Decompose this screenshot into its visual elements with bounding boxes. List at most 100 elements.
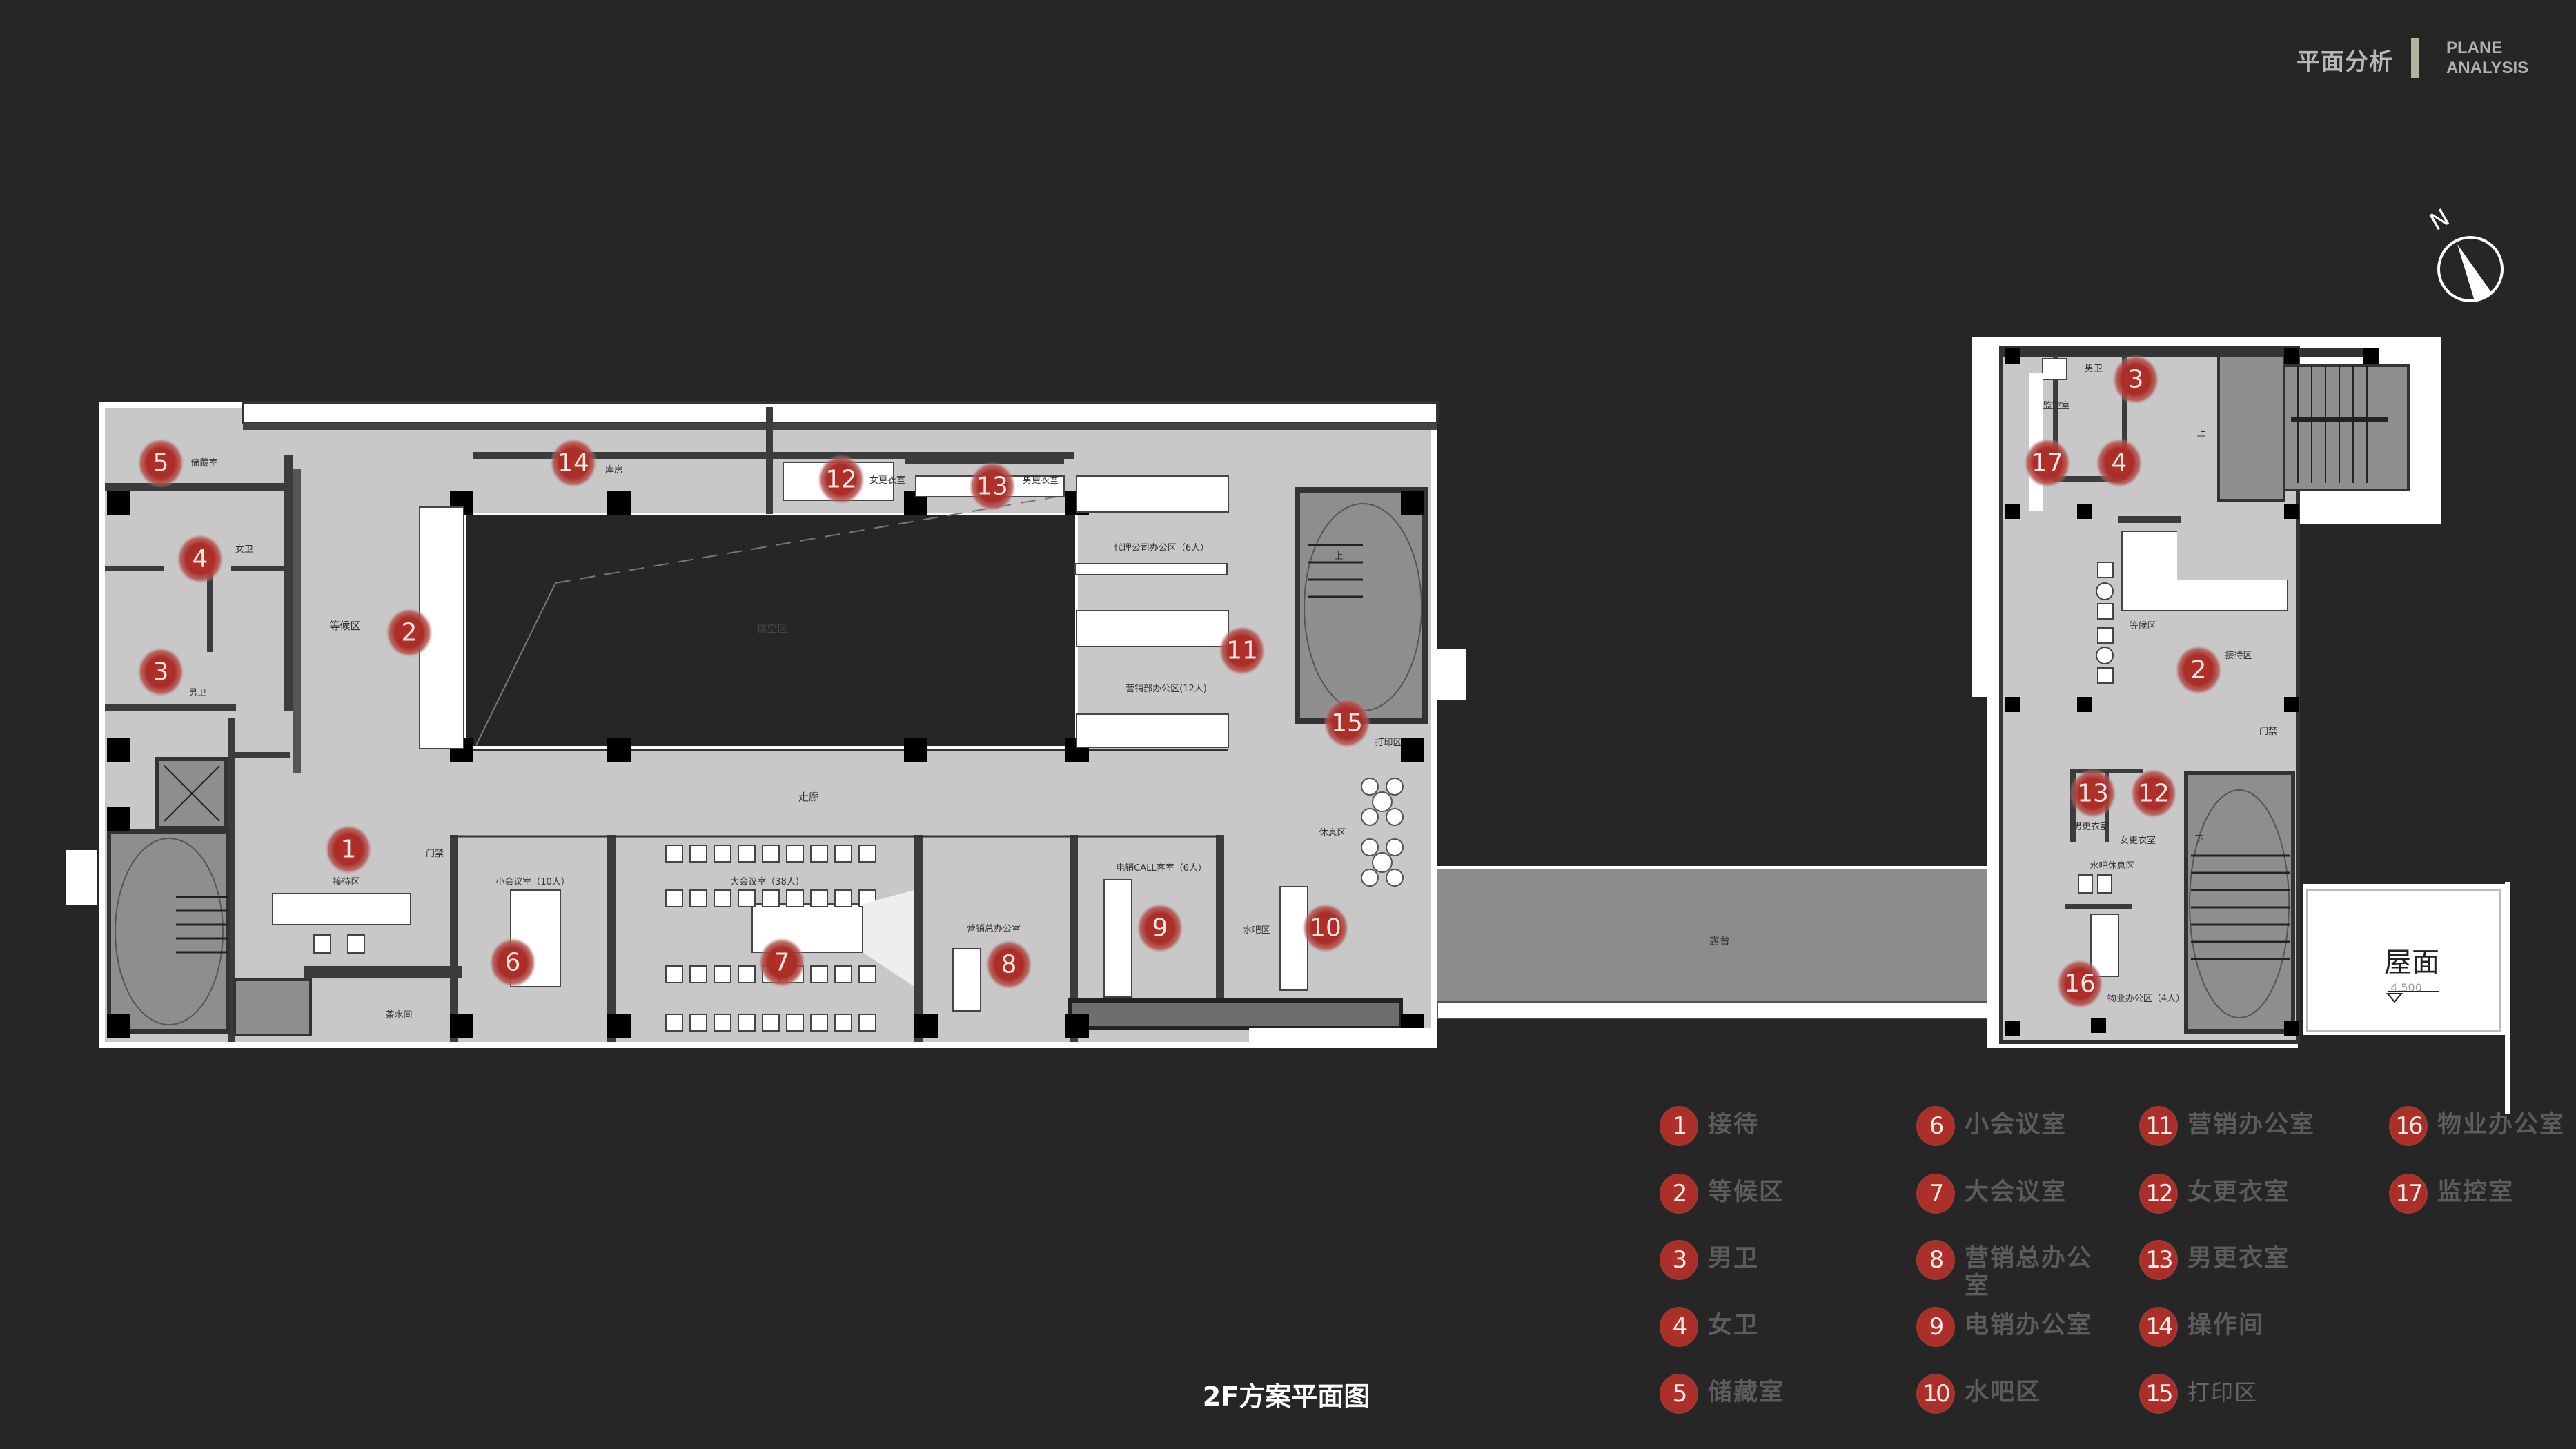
annex-label-male-wc: 男卫 (2085, 364, 2103, 374)
annex-label-property-office: 物业办公区（4人） (2107, 994, 2185, 1004)
stair-southwest (107, 829, 230, 1034)
legend-number-badge: 7 (1916, 1174, 1955, 1214)
marker-circle (137, 438, 184, 488)
marker-number: 4 (2112, 449, 2127, 477)
annex-marker-2: 2 (2175, 645, 2222, 695)
marker-circle (489, 938, 536, 987)
marker-circle (2069, 769, 2116, 818)
legend-number-badge: 10 (1916, 1374, 1955, 1414)
marker-number: 10 (1310, 914, 1341, 943)
main-marker-14: 14 (550, 438, 597, 488)
label-director-office: 营销总办公室 (967, 923, 1021, 934)
main-marker-8: 8 (985, 940, 1032, 989)
legend-label: 电销办公室 (1965, 1312, 2093, 1339)
annex-marker-4: 4 (2096, 438, 2143, 488)
roof-label: 屋面 (2384, 947, 2439, 978)
label-female-wc: 女卫 (235, 544, 253, 555)
legend-number-badge: 14 (2139, 1307, 2178, 1347)
main-marker-9: 9 (1137, 903, 1183, 953)
legend-item-4: 4 女卫 (1660, 1307, 1846, 1347)
lounge-seating (1361, 778, 1404, 887)
label-access: 门禁 (426, 849, 444, 859)
marker-circle (137, 647, 184, 697)
legend-number-badge: 1 (1660, 1106, 1698, 1146)
legend-number-badge: 4 (1660, 1307, 1698, 1347)
marker-number: 7 (774, 949, 790, 977)
legend-number-badge: 6 (1916, 1106, 1955, 1146)
legend-label: 打印区 (2187, 1379, 2259, 1406)
marker-circle (2175, 645, 2222, 695)
legend-number-badge: 17 (2389, 1174, 2428, 1214)
marker-number: 9 (1152, 914, 1168, 943)
exterior-box-west (66, 850, 97, 905)
marker-number: 15 (1331, 709, 1363, 738)
marker-number: 12 (825, 466, 857, 494)
legend-number-badge: 16 (2389, 1106, 2428, 1146)
annex-label-reception: 接待区 (2225, 650, 2252, 661)
marker-number: 3 (153, 658, 169, 687)
header-title-en: PLANE ANALYSIS (2446, 38, 2528, 78)
legend-number-badge: 5 (1660, 1374, 1698, 1414)
legend-item-9: 9 电销办公室 (1916, 1307, 2092, 1347)
marker-circle (2130, 769, 2177, 818)
marker-number: 1 (341, 836, 357, 864)
label-waiting: 等候区 (329, 620, 360, 632)
roof-area: 屋面 4.500 (2303, 882, 2510, 1114)
marker-circle (1324, 698, 1370, 748)
marker-number: 12 (2138, 780, 2170, 808)
annex-label-monitor: 监控室 (2043, 400, 2069, 411)
legend-label: 大会议室 (1965, 1179, 2067, 1206)
marker-number: 17 (2032, 449, 2063, 477)
legend-label: 营销总办公室 (1965, 1245, 2093, 1300)
legend-label: 女卫 (1708, 1312, 1760, 1339)
label-void: 挑空区 (756, 622, 787, 635)
main-marker-3: 3 (137, 647, 184, 697)
legend-item-7: 7 大会议室 (1916, 1174, 2092, 1214)
main-marker-7: 7 (758, 938, 805, 987)
label-lounge: 休息区 (1319, 827, 1346, 838)
marker-circle (1219, 626, 1266, 676)
marker-number: 4 (193, 545, 208, 573)
marker-circle (325, 825, 372, 874)
plan-title: 2F方案平面图 (1202, 1381, 1370, 1412)
marker-number: 14 (558, 449, 589, 477)
main-marker-13: 13 (969, 462, 1016, 511)
main-marker-2: 2 (386, 608, 433, 658)
marker-number: 11 (1226, 637, 1258, 665)
legend-number-badge: 13 (2139, 1240, 2178, 1280)
marker-number: 16 (2064, 970, 2096, 998)
legend-number-badge: 9 (1916, 1307, 1955, 1347)
marker-number: 6 (505, 949, 521, 977)
annex-label-male-locker: 男更衣室 (2073, 821, 2109, 832)
label-reception: 接待区 (333, 876, 360, 887)
exterior-box-east (1437, 649, 1466, 700)
annex-marker-17: 17 (2024, 438, 2071, 488)
label-marketing-office: 营销部办公区(12人) (1125, 684, 1207, 694)
roof-elevation: 4.500 (2390, 981, 2422, 994)
header-title-cn: 平面分析 (2297, 48, 2393, 76)
marker-circle (550, 438, 597, 488)
marker-number: 8 (1001, 951, 1017, 979)
annex-room-labels: 监控室 男卫 等候区 接待区 门禁 男更衣室 女更衣室 水吧休息区 物业办公区（… (2043, 364, 2277, 1004)
marker-circle (1302, 903, 1349, 953)
void-atrium (464, 513, 1078, 749)
main-marker-1: 1 (325, 825, 372, 874)
marker-circle (177, 534, 224, 584)
annex-label-female-locker: 女更衣室 (2120, 835, 2156, 846)
marker-circle (2056, 959, 2103, 1009)
north-compass-icon: N (2425, 204, 2504, 302)
marker-circle (758, 938, 805, 987)
annex-stair-south (2184, 771, 2295, 1034)
label-tea-room: 茶水间 (385, 1009, 412, 1021)
annex-marker-12: 12 (2130, 769, 2177, 818)
main-marker-4: 4 (177, 534, 224, 584)
